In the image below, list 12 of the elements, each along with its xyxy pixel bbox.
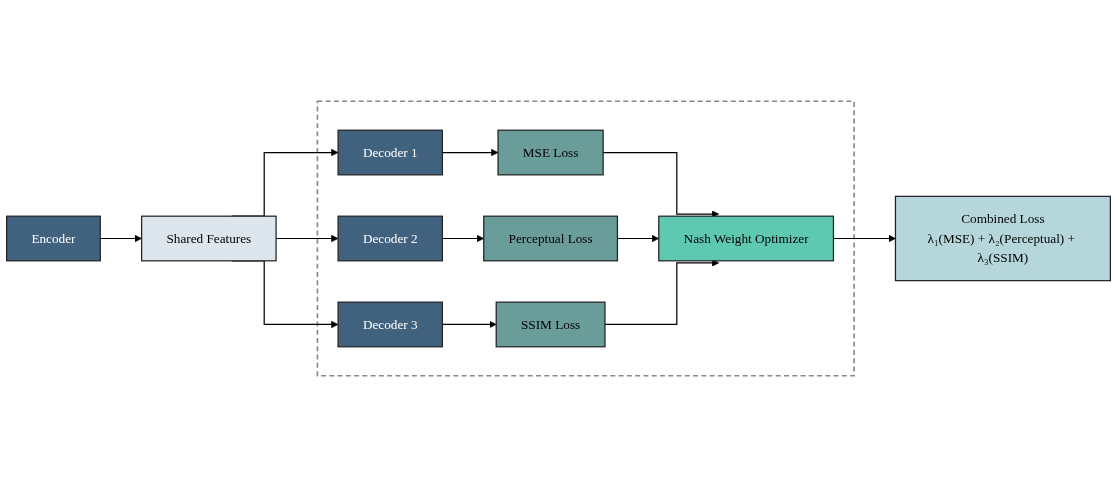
node-box: Perceptual Loss [483,215,619,262]
node-box: Nash Weight Optimizer [658,215,835,262]
node-box: Decoder 3 [337,301,443,348]
node-box: Combined Loss λ₁(MSE) + λ₂(Perceptual) + λ₃(SSIM) [894,195,1111,282]
node-box: Decoder 1 [337,129,443,176]
node-box: Shared Features [141,215,277,262]
node-box: Decoder 2 [337,215,443,262]
node-box: Encoder [6,215,101,262]
node-box: SSIM Loss [495,301,606,348]
arrow [604,259,720,326]
cluster [316,100,855,377]
node-box: MSE Loss [497,129,604,176]
